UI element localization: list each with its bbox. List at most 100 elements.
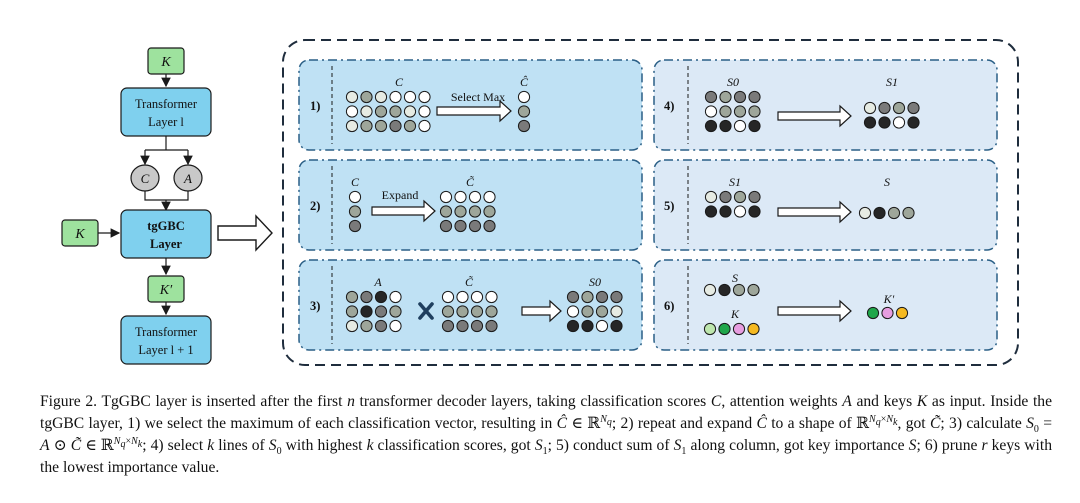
s3-s0-matrix-dot (581, 290, 594, 304)
s2-arrow (371, 199, 436, 223)
step-3-number: 3) (310, 299, 320, 313)
s3-s0-matrix-dot (566, 319, 580, 333)
s4-s0-matrix-dot (719, 90, 732, 104)
step-6-number: 6) (664, 299, 674, 313)
s6-arrow (777, 299, 852, 323)
k-prime-label: K′ (159, 283, 173, 298)
s3-s0-matrix-dot (595, 319, 609, 333)
s3-ctilde-matrix-dot (485, 319, 498, 333)
s1-label-c: C (395, 75, 404, 89)
s3-arrow (521, 299, 562, 323)
s3-s0-matrix-dot (581, 305, 594, 318)
s3-s0-matrix-dot (566, 290, 580, 304)
s2-ctilde-matrix-dot (454, 219, 467, 233)
s1-c-matrix-dot (418, 105, 431, 118)
panel-step-5 (653, 159, 998, 251)
s3-a-matrix-dot (345, 290, 359, 304)
s1-chat-vector-dot (517, 119, 531, 133)
k-top-label: K (160, 55, 171, 70)
s4-s0-matrix-dot (719, 105, 732, 118)
s1-c-matrix-dot (389, 105, 402, 118)
s3-ctilde-matrix-dot (470, 319, 484, 333)
s3-s0-matrix-dot (610, 319, 623, 333)
s3-s0-matrix-dot (595, 305, 609, 318)
s6-k-vector-dot (703, 322, 717, 336)
s5-s1-matrix-dot (733, 205, 747, 218)
tggbc-line1: tgGBC (147, 219, 185, 233)
s3-a-matrix-dot (374, 305, 388, 318)
s2-c-vector-dot (348, 190, 362, 204)
s6-label-kprime: K′ (883, 292, 895, 306)
figure-caption: Figure 2. TgGBC layer is inserted after … (40, 391, 1052, 479)
step-1-number: 1) (310, 99, 320, 113)
s1-c-matrix-dot (403, 119, 417, 133)
s4-s1-matrix-dot (878, 101, 891, 115)
s4-s0-matrix-dot (733, 90, 747, 104)
s1-arrow (436, 99, 512, 123)
s4-s0-matrix-dot (733, 105, 747, 118)
tggbc-line2: Layer (150, 237, 182, 251)
s3-ctilde-matrix-dot (441, 319, 455, 333)
s4-s0-matrix-dot (748, 105, 761, 118)
caption-text: Figure 2. TgGBC layer is inserted after … (40, 393, 1053, 476)
transformer-top-line1: Transformer (135, 97, 198, 111)
tggbc-detail-frame (282, 39, 1019, 366)
step-2-number: 2) (310, 199, 320, 213)
transformer-top-line2: Layer l (148, 115, 184, 129)
s6-k-vector-dot (718, 322, 731, 336)
transformer-bottom-line2: Layer l + 1 (138, 343, 193, 357)
s3-a-matrix-dot (374, 290, 388, 304)
s4-s1-matrix-dot (863, 101, 877, 115)
transformer-layer-bottom (120, 315, 212, 365)
panel-step-3 (298, 259, 643, 351)
s1-c-matrix-dot (418, 119, 431, 133)
s1-label-chat: Ĉ (520, 75, 529, 89)
s5-s1-matrix-dot (748, 205, 761, 218)
s3-a-matrix-dot (389, 319, 402, 333)
s3-ctilde-matrix-dot (456, 305, 469, 318)
s3-a-matrix-dot (345, 305, 359, 318)
s2-c-vector-dot (348, 219, 362, 233)
s3-ctilde-matrix-dot (456, 290, 469, 304)
panel-step-1 (298, 59, 643, 151)
step-panels (298, 59, 998, 351)
s6-kprime-vector-dot (895, 306, 909, 320)
s1-c-matrix-dot (360, 90, 373, 104)
dot-matrices (345, 90, 920, 336)
s6-label-s: S (732, 271, 738, 285)
s1-c-matrix-dot (374, 105, 388, 118)
s5-s1-matrix-dot (719, 205, 732, 218)
s3-a-matrix-dot (360, 290, 373, 304)
s4-s0-matrix-dot (733, 119, 747, 133)
s5-label-s: S (884, 175, 890, 189)
s3-s0-matrix-dot (610, 305, 623, 318)
s3-a-matrix-dot (360, 305, 373, 318)
s2-label-c: C (351, 175, 360, 189)
s1-c-matrix-dot (360, 119, 373, 133)
tggbc-diagram: K Transformer Layer l C A K tgGBC Layer … (61, 39, 1019, 366)
s3-s0-matrix-dot (566, 305, 580, 318)
s5-arrow (777, 200, 852, 224)
s3-ctilde-matrix-dot (485, 290, 498, 304)
s3-ctilde-matrix-dot (441, 290, 455, 304)
s3-label-a: A (373, 275, 382, 289)
step-4-number: 4) (664, 99, 674, 113)
s3-label-s0: S0 (589, 275, 601, 289)
s1-c-matrix-dot (345, 90, 359, 104)
s4-s1-matrix-dot (892, 101, 906, 115)
s2-ctilde-matrix-dot (439, 205, 453, 218)
s4-label-s0: S0 (727, 75, 739, 89)
s5-s1-matrix-dot (733, 190, 747, 204)
s2-ctilde-matrix-dot (468, 190, 482, 204)
s1-c-matrix-dot (389, 90, 402, 104)
s2-ctilde-matrix-dot (454, 190, 467, 204)
s4-s0-matrix-dot (719, 119, 732, 133)
s4-label-s1: S1 (886, 75, 898, 89)
s2-ctilde-matrix-dot (483, 190, 496, 204)
s2-ctilde-matrix-dot (468, 205, 482, 218)
s3-label-ctilde: C̃ (465, 275, 474, 289)
s3-ctilde-matrix-dot (470, 290, 484, 304)
s5-s1-matrix-dot (719, 190, 732, 204)
s2-label-ctilde: C̃ (466, 175, 475, 189)
s6-s-vector-dot (732, 283, 746, 297)
